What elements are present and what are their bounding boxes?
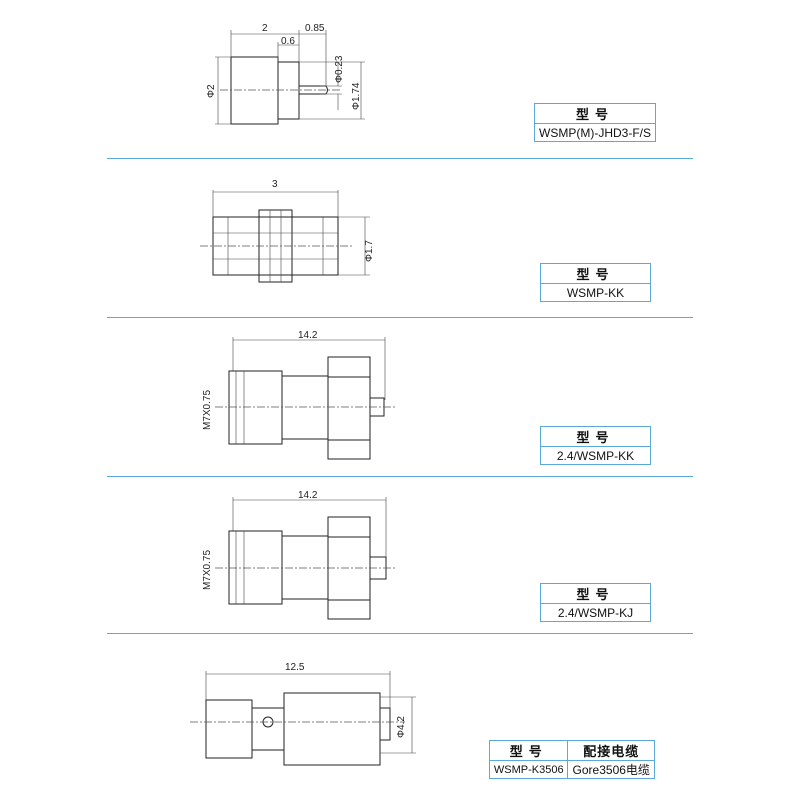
model-value: WSMP(M)-JHD3-F/S	[534, 123, 656, 142]
drawing-kk: 3 Φ1.7	[200, 179, 375, 283]
dim-length: 14.2	[298, 490, 318, 501]
model-table: 型号 WSMP-KK	[540, 263, 651, 302]
model-table: 型号 2.4/WSMP-KK	[540, 426, 651, 465]
dim-dia: Φ1.7	[364, 240, 375, 262]
model-header: 型号	[534, 103, 656, 124]
model-header: 型号	[488, 740, 569, 761]
model-value: 2.4/WSMP-KJ	[540, 603, 651, 622]
cable-value: Gore3506电缆	[567, 760, 655, 779]
model-header: 型号	[540, 583, 651, 604]
model-table: 型号 WSMP(M)-JHD3-F/S	[534, 103, 656, 142]
dim-length: 12.5	[285, 662, 305, 673]
model-value: WSMP-KK	[540, 283, 651, 302]
dim-length: 14.2	[298, 330, 318, 341]
dim-step: 0.6	[281, 36, 295, 47]
model-table: 型号 2.4/WSMP-KJ	[540, 583, 651, 622]
drawing-k3506: 12.5 Φ4.2	[190, 662, 416, 766]
dim-dia: Φ4.2	[396, 716, 407, 738]
drawing-jhd3: 2 0.6 0.85 Φ0.23 Φ1.74 Φ2	[206, 23, 365, 125]
dim-pin-dia: Φ0.23	[334, 55, 345, 83]
section-divider	[107, 633, 693, 634]
dim-thread: M7X0.75	[202, 390, 213, 430]
drawing-2-4-kj: 14.2 M7X0.75	[202, 490, 395, 620]
section-divider	[107, 158, 693, 159]
cable-header: 配接电缆	[567, 740, 655, 761]
model-value: 2.4/WSMP-KK	[540, 446, 651, 465]
dim-length: 3	[272, 179, 278, 190]
dim-body-dia: Φ1.74	[351, 82, 362, 110]
dim-length: 2	[262, 23, 268, 34]
section-divider	[107, 317, 693, 318]
model-header: 型号	[540, 426, 651, 447]
dim-thread: M7X0.75	[202, 550, 213, 590]
section-divider	[107, 476, 693, 477]
dim-outer-dia: Φ2	[206, 84, 217, 98]
drawing-2-4-kk: 14.2 M7X0.75	[202, 330, 395, 460]
model-header: 型号	[540, 263, 651, 284]
model-value: WSMP-K3506	[488, 760, 569, 779]
dim-pin: 0.85	[305, 23, 325, 34]
